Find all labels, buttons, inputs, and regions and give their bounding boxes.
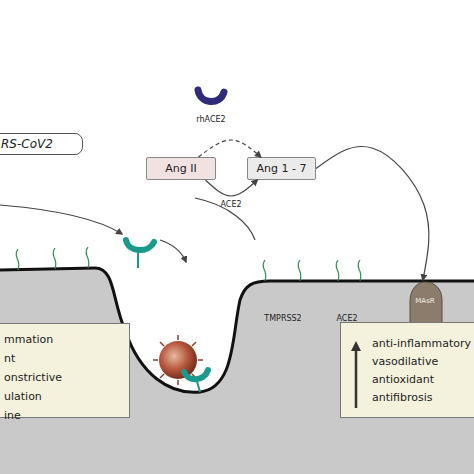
node-text: antifibrosis xyxy=(372,391,433,405)
effects-box: anti-inflammatory vasodilative antioxidant… xyxy=(340,322,474,418)
ace2-receptor xyxy=(184,370,208,392)
cell-membrane xyxy=(0,268,474,392)
node-text: ine xyxy=(4,409,21,423)
node-text: nt xyxy=(4,352,15,366)
part-label: TMPRSS2 xyxy=(258,314,308,323)
increase-arrow xyxy=(355,346,358,408)
connector-arrow xyxy=(199,140,261,157)
cell-body xyxy=(0,268,474,474)
receptor-body xyxy=(410,282,442,330)
receptor-outline xyxy=(404,280,446,330)
node-text: Ang II xyxy=(165,162,196,176)
part-label: rhACE2 xyxy=(185,115,237,124)
node-text: antioxidant xyxy=(372,373,434,387)
rhace2-icon xyxy=(198,90,224,102)
part-label: ACE2 xyxy=(330,314,364,323)
node-text: MAsR xyxy=(415,296,434,306)
virus-label-box: RS-CoV2 xyxy=(0,133,83,155)
ace2-receptor xyxy=(126,240,154,268)
node-text: mmation xyxy=(4,333,53,347)
membrane-proteins xyxy=(16,247,361,281)
node-text: vasodilative xyxy=(372,355,438,369)
connector-arrow xyxy=(316,146,429,280)
connector-arrow xyxy=(206,180,258,196)
arrow-line xyxy=(0,205,122,234)
node-text: anti-inflammatory xyxy=(372,337,471,351)
process-box: Ang II xyxy=(146,157,216,180)
node-text: ulation xyxy=(4,390,42,404)
receptor-shape: MAsR xyxy=(404,280,446,330)
effects-box: mmationntonstrictiveulationine xyxy=(0,323,130,418)
node-text: onstrictive xyxy=(4,371,62,385)
arrow-line xyxy=(195,198,255,240)
node-text: Ang 1 - 7 xyxy=(257,162,307,176)
arrow-line xyxy=(160,240,186,262)
virus xyxy=(153,335,203,385)
node-text: RS-CoV2 xyxy=(1,137,53,152)
process-box: Ang 1 - 7 xyxy=(247,157,316,180)
edge-label: ACE2 xyxy=(212,200,250,209)
